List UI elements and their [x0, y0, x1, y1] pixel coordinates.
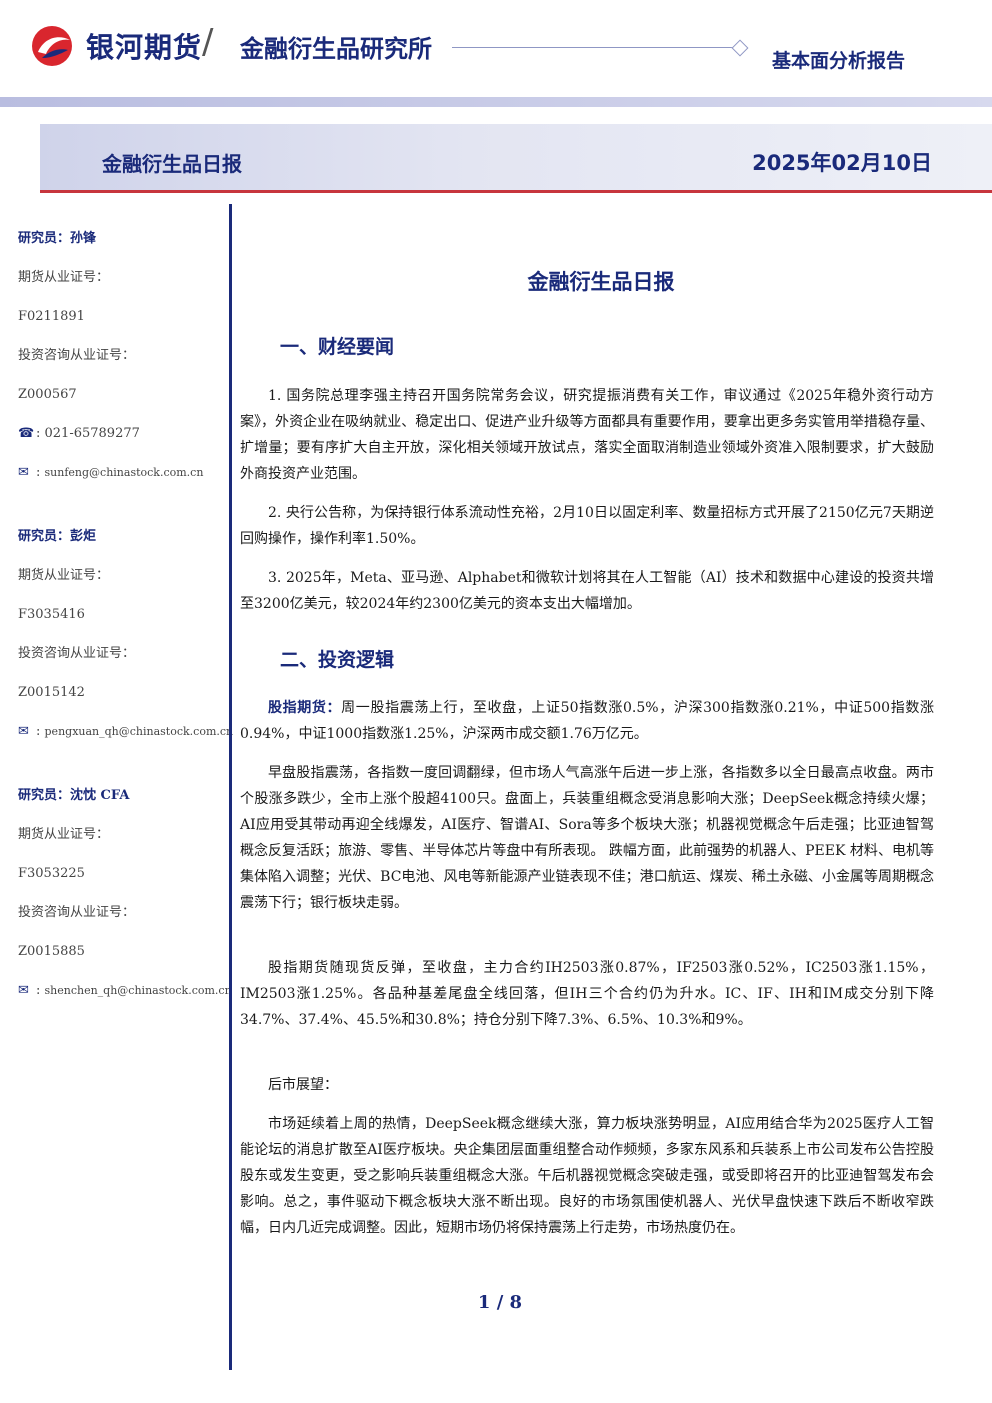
- phone-row: ☎: 021-65789277: [18, 423, 228, 462]
- futures-license-label: 期货从业证号：: [18, 270, 110, 285]
- email-icon: ✉: [18, 983, 29, 998]
- header-band: [0, 97, 992, 107]
- outlook-paragraph: 市场延续着上周的热情，DeepSeek概念继续大涨，算力板块涨势明显，AI应用结…: [240, 1116, 934, 1236]
- document-title: 金融衍生品日报: [527, 270, 675, 294]
- section-heading-news: 一、财经要闻: [280, 336, 395, 358]
- brand-name: 银河期货: [86, 31, 203, 64]
- stock-index-text: 周一股指震荡上行，至收盘，上证50指数涨0.5%，沪深300指数涨0.21%，中…: [240, 700, 934, 742]
- news-paragraph: 1. 国务院总理李强主持召开国务院常务会议，研究提振消费有关工作，审议通过《20…: [240, 388, 934, 482]
- stock-index-paragraph: 股指期货：周一股指震荡上行，至收盘，上证50指数涨0.5%，沪深300指数涨0.…: [240, 695, 934, 747]
- futures-license-number: F0211891: [18, 309, 85, 324]
- futures-review-paragraph: 股指期货随现货反弹，至收盘，主力合约IH2503涨0.87%，IF2503涨0.…: [240, 960, 934, 1028]
- title-bar: [40, 124, 992, 190]
- email-row[interactable]: ✉: shenchen_qh@chinastock.com.cn: [18, 980, 232, 1019]
- phone-number: 021-65789277: [44, 426, 140, 441]
- futures-license-number: F3035416: [18, 607, 85, 622]
- section-heading-logic: 二、投资逻辑: [280, 649, 395, 671]
- phone-icon: ☎: [18, 426, 35, 441]
- stock-index-label: 股指期货：: [268, 700, 342, 716]
- report-date: 2025年02月10日: [752, 151, 932, 175]
- email-row[interactable]: ✉: pengxuan_qh@chinastock.com.cn: [18, 721, 233, 760]
- news-paragraph: 2. 央行公告称，为保持银行体系流动性充裕，2月10日以固定利率、数量招标方式开…: [240, 505, 934, 547]
- email-address[interactable]: sunfeng@chinastock.com.cn: [44, 466, 204, 479]
- report-type: 基本面分析报告: [772, 50, 906, 72]
- advisory-license-label: 投资咨询从业证号：: [18, 905, 136, 920]
- market-review-paragraph: 早盘股指震荡，各指数一度回调翻绿，但市场人气高涨午后进一步上涨，各指数多以全日最…: [240, 765, 934, 911]
- email-row[interactable]: ✉: sunfeng@chinastock.com.cn: [18, 462, 228, 501]
- email-address[interactable]: pengxuan_qh@chinastock.com.cn: [44, 725, 234, 738]
- researcher-sidebar: 研究员：孙锋 期货从业证号： F0211891 投资咨询从业证号： Z00056…: [18, 228, 233, 1044]
- email-address[interactable]: shenchen_qh@chinastock.com.cn: [44, 984, 232, 997]
- title-bar-title: 金融衍生品日报: [102, 152, 242, 176]
- advisory-license-number: Z0015885: [18, 944, 85, 959]
- researcher-card: 研究员：彭炬 期货从业证号： F3035416 投资咨询从业证号： Z00151…: [18, 526, 233, 760]
- news-paragraph: 3. 2025年，Meta、亚马逊、Alphabet和微软计划将其在人工智能（A…: [240, 570, 934, 612]
- futures-license-label: 期货从业证号：: [18, 827, 110, 842]
- header-divider: /: [202, 22, 214, 62]
- header-rule: [452, 47, 734, 48]
- outlook-label: 后市展望：: [268, 1077, 338, 1093]
- page-number: 1 / 8: [477, 1292, 523, 1313]
- researcher-card: 研究员：孙锋 期货从业证号： F0211891 投资咨询从业证号： Z00056…: [18, 228, 228, 501]
- futures-license-number: F3053225: [18, 866, 85, 881]
- researcher-name: 研究员：彭炬: [18, 529, 97, 544]
- advisory-license-number: Z0015142: [18, 685, 85, 700]
- email-icon: ✉: [18, 724, 29, 739]
- galaxy-logo-icon: [32, 26, 72, 66]
- email-icon: ✉: [18, 465, 29, 480]
- column-divider: [229, 204, 232, 1370]
- diamond-icon: [731, 39, 749, 57]
- institute-name: 金融衍生品研究所: [240, 35, 432, 63]
- futures-license-label: 期货从业证号：: [18, 568, 110, 583]
- advisory-license-label: 投资咨询从业证号：: [18, 646, 136, 661]
- advisory-license-number: Z000567: [18, 387, 77, 402]
- researcher-name: 研究员：孙锋: [18, 231, 97, 246]
- researcher-name: 研究员：沈忱 CFA: [18, 788, 130, 803]
- advisory-license-label: 投资咨询从业证号：: [18, 348, 136, 363]
- researcher-card: 研究员：沈忱 CFA 期货从业证号： F3053225 投资咨询从业证号： Z0…: [18, 785, 232, 1019]
- title-bar-accent: [40, 190, 992, 193]
